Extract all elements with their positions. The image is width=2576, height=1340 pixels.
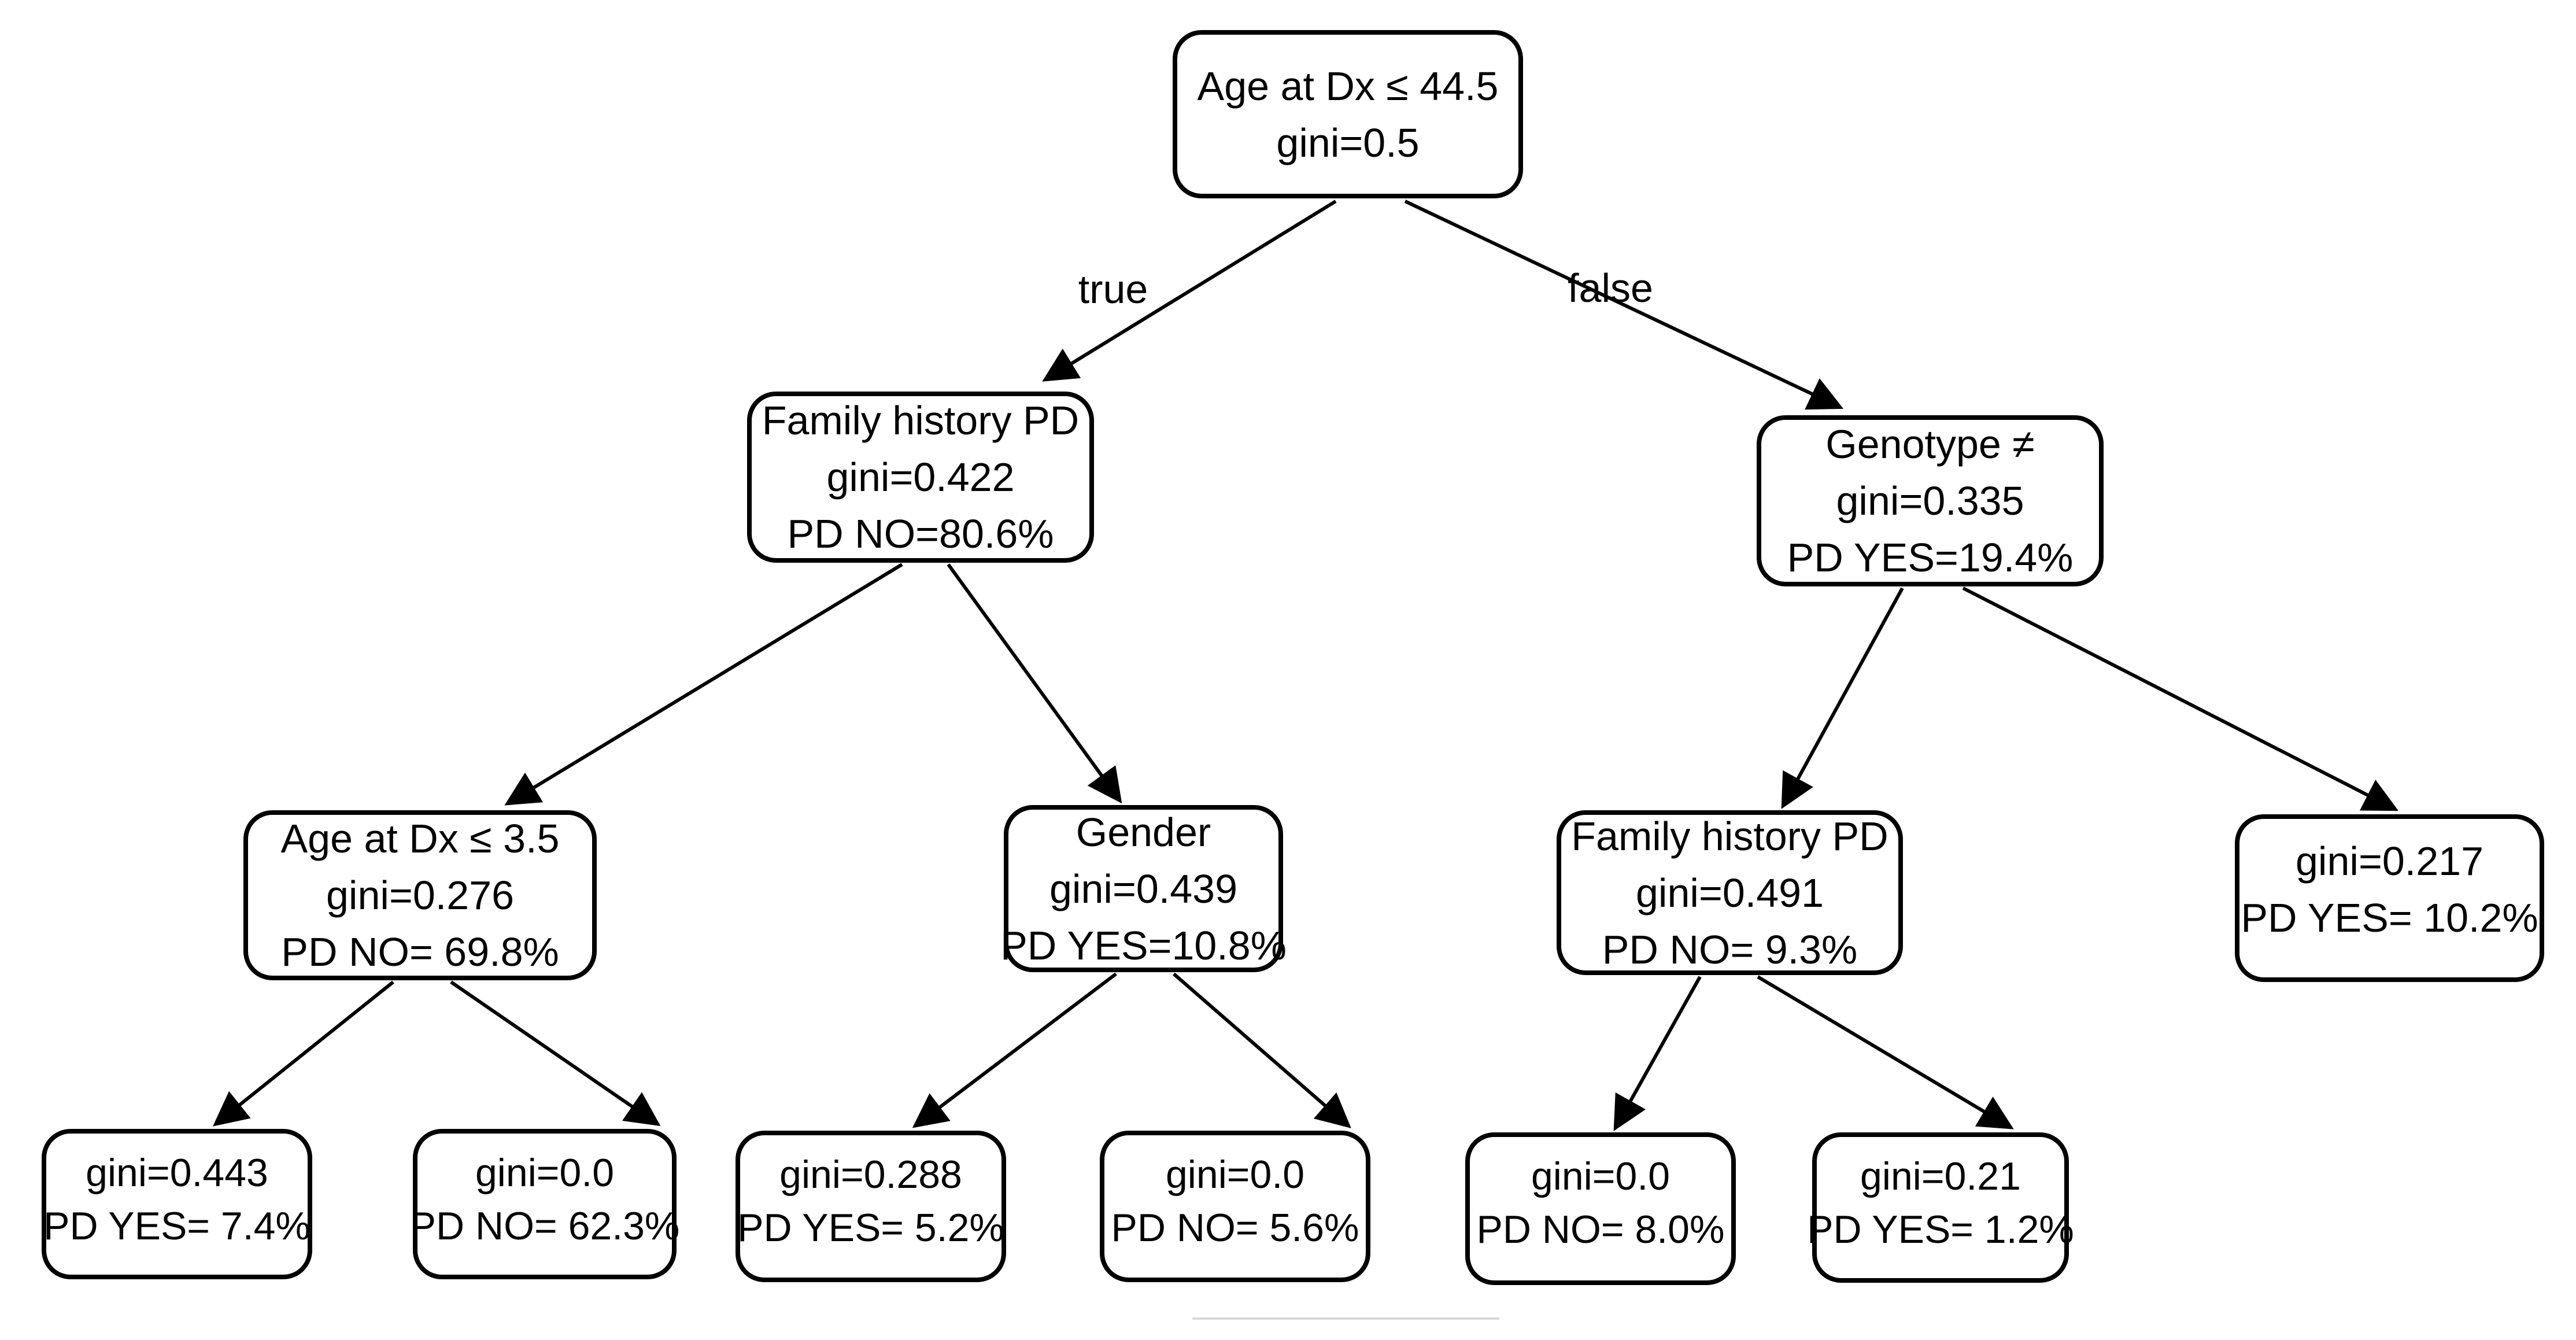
edge-gender-to-leaf-4: [1173, 972, 1351, 1128]
node-leaf-5: gini=0.0 PD NO= 8.0%: [1465, 1132, 1736, 1285]
node-line: PD YES= 1.2%: [1807, 1208, 2074, 1252]
node-line: gini=0.439: [1049, 866, 1237, 911]
node-gender: Gender gini=0.439 PD YES=10.8%: [1000, 805, 1287, 972]
node-line: gini=0.21: [1860, 1154, 2021, 1198]
node-line: PD YES= 7.4%: [43, 1204, 311, 1248]
node-leaf-2: gini=0.0 PD NO= 62.3%: [409, 1129, 680, 1279]
node-line: PD YES= 10.2%: [2241, 895, 2538, 940]
node-genotype: Genotype ≠ gini=0.335 PD YES=19.4%: [1757, 415, 2104, 586]
node-line: Family history PD: [1571, 813, 1888, 859]
edge-genotype-to-family-history-right: [1781, 587, 1904, 809]
node-line: gini=0.276: [326, 873, 514, 918]
node-line: Genotype ≠: [1825, 422, 2035, 467]
edge-root-to-genotype: [1404, 200, 1844, 410]
node-line: gini=0.288: [779, 1153, 962, 1197]
node-line: gini=0.0: [1165, 1153, 1305, 1197]
node-line: PD NO=80.6%: [787, 511, 1054, 556]
node-line: Gender: [1076, 809, 1211, 855]
node-line: PD YES=10.8%: [1000, 922, 1287, 968]
node-line: PD NO= 5.6%: [1111, 1206, 1359, 1250]
edge-label-true: true: [1078, 267, 1148, 312]
bottom-divider-line: [1192, 1317, 1499, 1320]
node-leaf-genotype-right: gini=0.217 PD YES= 10.2%: [2235, 814, 2544, 982]
node-line: gini=0.443: [86, 1151, 268, 1195]
node-line: PD NO= 62.3%: [409, 1204, 680, 1248]
node-family-history-pd-right: Family history PD gini=0.491 PD NO= 9.3%: [1557, 810, 1903, 975]
node-line: gini=0.5: [1276, 120, 1420, 165]
node-leaf-1: gini=0.443 PD YES= 7.4%: [42, 1129, 312, 1279]
edge-root-to-family-history-left: [1042, 200, 1337, 382]
edge-family-history-right-to-leaf-5: [1613, 976, 1702, 1131]
node-line: gini=0.491: [1635, 870, 1824, 916]
node-line: PD NO= 8.0%: [1476, 1208, 1725, 1252]
node-line: gini=0.217: [2295, 839, 2483, 884]
node-line: gini=0.335: [1836, 478, 2024, 523]
edge-label-false: false: [1568, 265, 1653, 311]
node-line: gini=0.0: [475, 1151, 615, 1195]
edge-age-at-dx-to-leaf-1: [212, 980, 394, 1127]
edge-family-history-left-to-gender: [947, 563, 1122, 804]
node-leaf-6: gini=0.21 PD YES= 1.2%: [1807, 1132, 2074, 1283]
node-leaf-3: gini=0.288 PD YES= 5.2%: [736, 1131, 1006, 1282]
node-leaf-4: gini=0.0 PD NO= 5.6%: [1100, 1131, 1370, 1282]
edge-genotype-to-right-leaf: [1962, 586, 2399, 811]
edge-family-history-left-to-age-at-dx: [504, 563, 903, 806]
node-line: PD NO= 9.3%: [1602, 926, 1858, 972]
node-line: Family history PD: [762, 398, 1080, 443]
node-root-age-at-dx: Age at Dx ≤ 44.5 gini=0.5: [1173, 30, 1523, 198]
node-line: Age at Dx ≤ 44.5: [1197, 63, 1499, 109]
node-line: Age at Dx ≤ 3.5: [280, 816, 560, 861]
edge-age-at-dx-to-leaf-2: [450, 980, 661, 1127]
node-age-at-dx-3-5: Age at Dx ≤ 3.5 gini=0.276 PD NO= 69.8%: [243, 810, 597, 980]
edge-gender-to-leaf-3: [912, 972, 1117, 1128]
edge-family-history-right-to-leaf-6: [1757, 975, 2014, 1129]
node-line: gini=0.422: [826, 455, 1015, 500]
node-line: PD NO= 69.8%: [281, 929, 559, 974]
node-line: PD YES=19.4%: [1787, 535, 2074, 580]
node-line: gini=0.0: [1531, 1154, 1670, 1198]
node-line: PD YES= 5.2%: [737, 1206, 1004, 1250]
node-family-history-pd-left: Family history PD gini=0.422 PD NO=80.6%: [747, 392, 1094, 563]
